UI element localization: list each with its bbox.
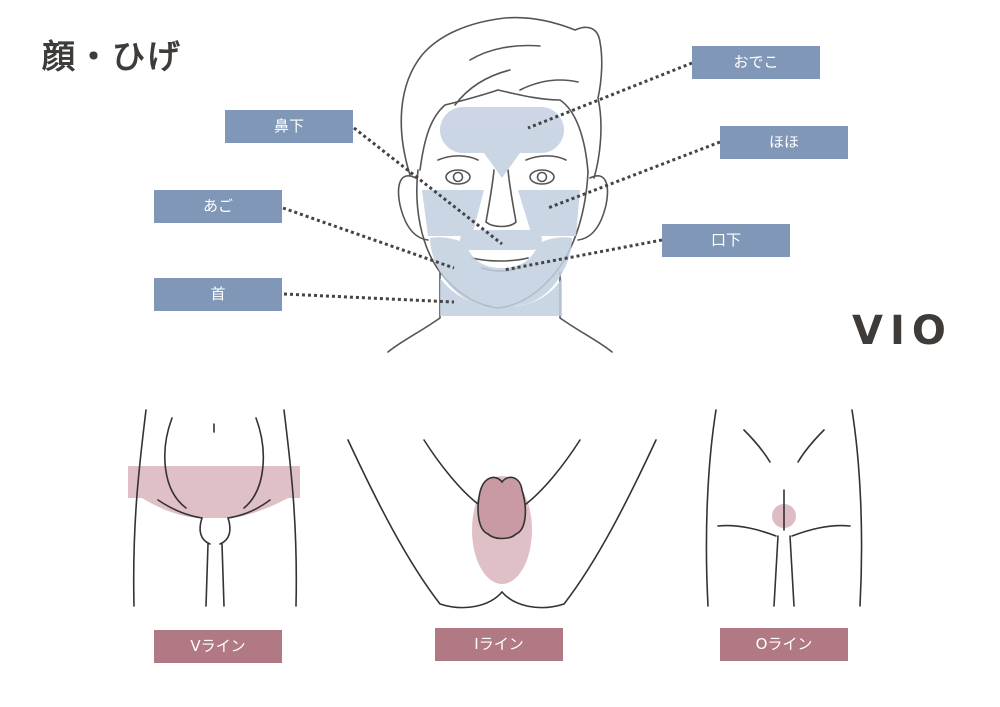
label-neck: 首	[154, 278, 282, 311]
under-nose-area	[460, 230, 542, 250]
o-right-cheek	[791, 524, 851, 537]
i-left-leg	[347, 439, 503, 609]
v-groin-right	[227, 499, 271, 519]
neck-right	[559, 271, 613, 353]
o-left-cheek-top	[743, 429, 771, 463]
v-right-thigh-outer	[283, 409, 298, 607]
right-ear	[577, 175, 609, 241]
mouth	[471, 257, 529, 262]
o-left-cheek	[717, 524, 777, 537]
i-genital	[477, 476, 527, 540]
face-areas	[422, 107, 580, 316]
label-v-line: Vライン	[154, 630, 282, 663]
o-right-cheek-top	[797, 429, 825, 463]
label-chin: あご	[154, 190, 282, 223]
chin-leader	[282, 206, 455, 270]
label-under-nose: 鼻下	[225, 110, 353, 143]
v-groin-left	[157, 499, 203, 519]
nose	[485, 169, 517, 228]
v-genital-right	[219, 517, 231, 545]
left-eyebrow	[437, 155, 479, 161]
vio-title: VIO	[852, 308, 953, 354]
under-nose-leader	[353, 126, 503, 246]
right-eye	[529, 169, 555, 185]
i-right-leg	[501, 439, 657, 609]
label-o-line: Oライン	[720, 628, 848, 661]
v-line-area-lower	[142, 498, 288, 518]
hair-strand-3	[469, 44, 541, 61]
label-i-line: Iライン	[435, 628, 563, 661]
right-cheek-area	[518, 190, 580, 236]
face-beard-title: 顔・ひげ	[42, 37, 182, 76]
v-inner-thigh-right	[221, 543, 225, 607]
left-eye	[445, 169, 471, 185]
label-under-mouth: 口下	[662, 224, 790, 257]
hair-strand-1	[454, 69, 511, 106]
v-left-hip	[164, 417, 187, 509]
nose-bridge-area	[484, 153, 520, 178]
o-left-outer	[705, 409, 717, 607]
forehead-area	[440, 107, 564, 153]
label-forehead: おでこ	[692, 46, 820, 79]
left-cheek-area	[422, 190, 484, 236]
neck-area	[440, 278, 562, 316]
v-left-thigh-outer	[132, 409, 147, 607]
v-genital-left	[199, 517, 211, 545]
o-inner-right	[789, 535, 795, 607]
hair-fringe	[419, 89, 589, 173]
left-ear	[397, 175, 429, 241]
v-inner-thigh-left	[205, 543, 209, 607]
right-eyebrow	[525, 155, 567, 161]
face-leader-lines	[282, 61, 721, 304]
under-mouth-leader	[503, 238, 663, 272]
v-line-illustration	[128, 409, 300, 607]
v-line-area	[128, 466, 300, 498]
hair-outline	[400, 16, 603, 179]
cheeks-leader	[547, 140, 721, 210]
o-inner-left	[773, 535, 779, 607]
chin-jaw-area	[430, 237, 572, 307]
hair-strand-2	[519, 79, 579, 91]
o-line-illustration	[705, 409, 863, 607]
i-left-inner	[423, 439, 479, 505]
neck-left	[387, 271, 441, 353]
neck-leader	[283, 292, 455, 304]
i-line-illustration	[347, 439, 657, 609]
label-cheeks: ほほ	[720, 126, 848, 159]
i-right-inner	[525, 439, 581, 505]
v-right-hip	[243, 417, 265, 509]
face-illustration	[387, 16, 613, 353]
o-right-outer	[851, 409, 863, 607]
